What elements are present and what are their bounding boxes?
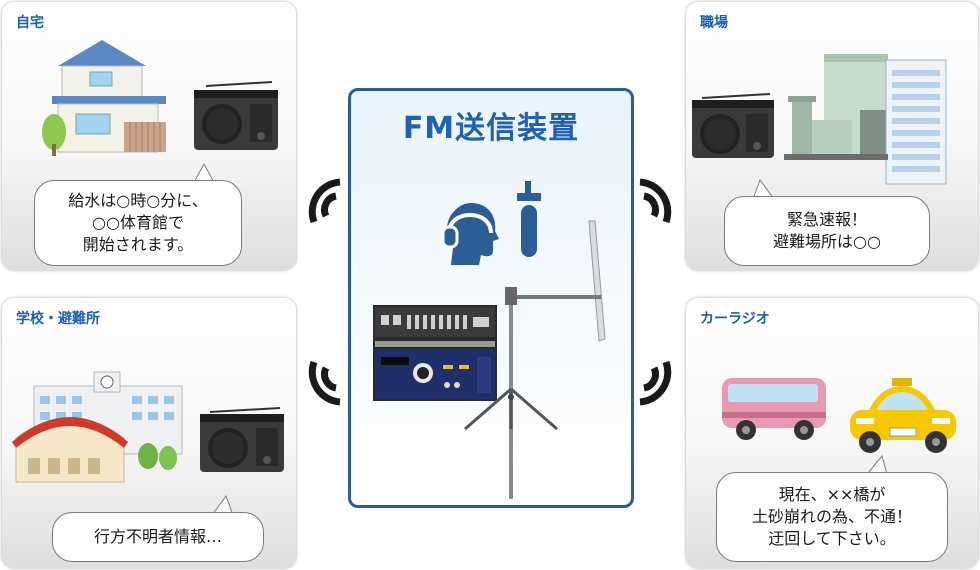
radio-icon — [200, 407, 284, 472]
message-line: 緊急速報！ — [786, 210, 867, 229]
message-line: 迂回して下さい。 — [768, 529, 896, 548]
panel-car-radio-title: カーラジオ — [700, 311, 770, 327]
house-illustration — [42, 40, 166, 156]
fm-transmitter-panel: FM送信装置 — [348, 88, 634, 508]
panel-home-title: 自宅 — [16, 15, 44, 31]
fm-transmitter-title: FM送信装置 — [402, 111, 580, 146]
bus-illustration — [722, 378, 826, 440]
panel-home: 自宅 給水は○時○分に、 ○○体育館で 開始されます。 — [2, 2, 296, 270]
message-line: ○○体育館で — [92, 213, 184, 232]
message-line: 行方不明者情報… — [93, 527, 222, 546]
message-line: 給水は○時○分に、 — [68, 191, 208, 210]
message-line: 土砂崩れの為、不通！ — [751, 507, 912, 526]
antenna-tripod-illustration — [464, 220, 606, 499]
radio-waves-icon — [308, 178, 341, 224]
panel-workplace-title: 職場 — [700, 15, 728, 31]
panel-school: 学校・避難所 行方不明者情報… — [2, 298, 296, 568]
school-gym-illustration — [12, 371, 183, 483]
radio-waves-icon — [308, 360, 341, 406]
speech-bubble-school: 行方不明者情報… — [52, 512, 264, 562]
message-line: 避難場所は○○ — [773, 232, 881, 251]
panel-workplace: 職場 緊急速報！ 避難場所は○○ — [686, 2, 978, 270]
message-line: 開始されます。 — [82, 235, 194, 254]
message-line: 現在、××橋が — [778, 485, 886, 504]
radio-icon — [692, 93, 774, 158]
taxi-illustration — [850, 378, 956, 453]
panel-school-title: 学校・避難所 — [16, 311, 100, 327]
speech-bubble-workplace: 緊急速報！ 避難場所は○○ — [724, 196, 930, 266]
radio-waves-icon — [639, 360, 672, 406]
factory-buildings-illustration — [784, 54, 947, 185]
microphone-icon — [517, 181, 541, 257]
speech-bubble-home: 給水は○時○分に、 ○○体育館で 開始されます。 — [34, 180, 242, 266]
speech-bubble-car: 現在、××橋が 土砂崩れの為、不通！ 迂回して下さい。 — [716, 472, 948, 562]
headset-user-icon — [441, 203, 499, 265]
transmitter-rack-illustration — [373, 305, 497, 401]
panel-car-radio: カーラジオ 現在、××橋が 土砂崩れの為、不通！ 迂回して下さい。 — [686, 298, 978, 568]
radio-waves-icon — [639, 178, 672, 224]
radio-icon — [194, 81, 278, 150]
